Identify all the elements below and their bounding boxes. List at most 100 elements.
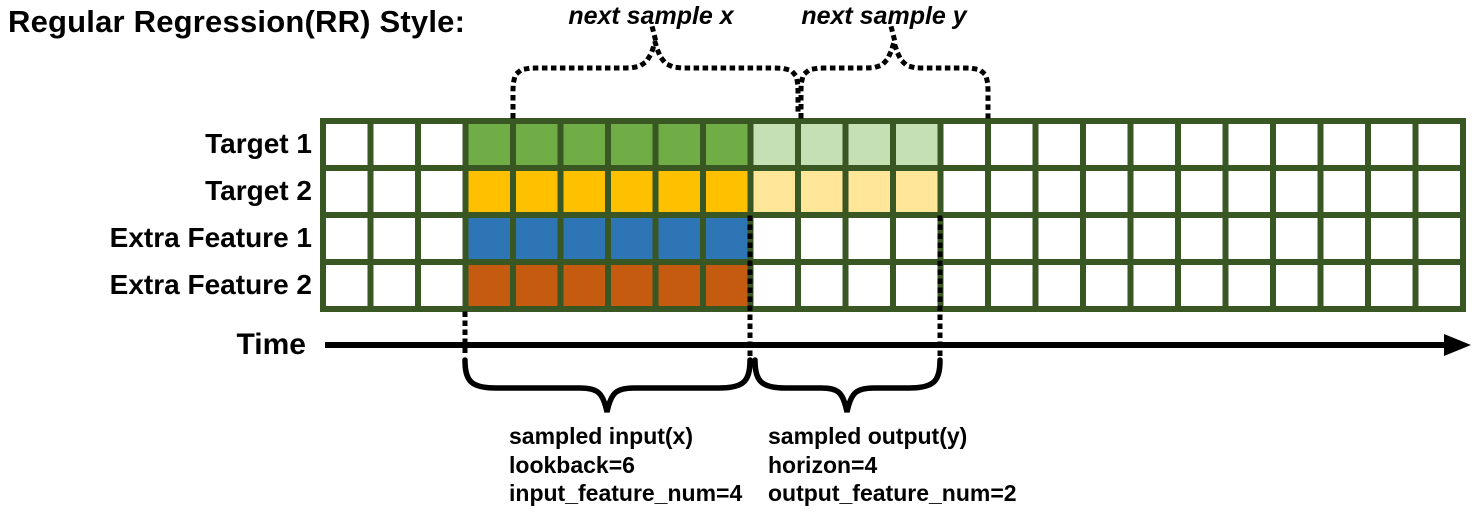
grid-cell-horizon [848,124,890,165]
grid-cell-empty [373,265,415,306]
grid-cell-empty [1133,124,1175,165]
grid-cell-empty [991,124,1033,165]
grid-cell-empty [1086,171,1128,212]
grid-cell-lookback [706,265,748,306]
grid-cell-empty [1371,171,1413,212]
grid-cell-empty [1038,124,1080,165]
sampled-input-title: sampled input(x) [509,423,694,449]
grid-cell-lookback [468,171,510,212]
grid-cell-empty [1228,265,1270,306]
grid-cell-empty [896,218,938,259]
grid-cell-empty [848,218,890,259]
grid-cell-lookback [563,124,605,165]
grid-cell-horizon [848,171,890,212]
row-label-extra-feature-2: Extra Feature 2 [109,269,312,300]
sampled-input-annotation: sampled input(x) lookback=6 input_featur… [509,422,742,508]
grid-cell-empty [1323,124,1365,165]
grid-cell-empty [1323,171,1365,212]
page-title: Regular Regression(RR) Style: [8,4,466,39]
grid-cell-empty [1228,124,1270,165]
sampled-input-brace [462,357,753,413]
grid-cell-empty [1086,218,1128,259]
sampled-output-title: sampled output(y) [768,423,968,449]
grid-cell-empty [1228,218,1270,259]
grid-cell-empty [1371,218,1413,259]
sampling-grid [320,118,1466,312]
grid-cell-empty [1371,265,1413,306]
lookback-value: lookback=6 [509,451,635,478]
grid-cell-empty [326,124,368,165]
grid-cell-empty [1086,265,1128,306]
grid-cell-lookback [658,124,700,165]
grid-cell-empty [1276,171,1318,212]
grid-cell-empty [1276,265,1318,306]
grid-cell-lookback [468,124,510,165]
grid-cell-empty [801,218,843,259]
grid-cell-empty [1181,218,1223,259]
grid-cell-empty [326,171,368,212]
grid-cell-empty [753,265,795,306]
grid-cell-empty [1323,218,1365,259]
grid-cell-empty [373,218,415,259]
grid-cell-empty [1086,124,1128,165]
grid-cell-empty [1133,265,1175,306]
grid-cell-empty [373,171,415,212]
grid-cell-lookback [468,265,510,306]
grid-cell-horizon [753,171,795,212]
sampled-output-brace [752,357,943,413]
grid-cell-lookback [516,124,558,165]
grid-cell-empty [1038,171,1080,212]
sampled-output-annotation: sampled output(y) horizon=4 output_featu… [768,422,1017,508]
grid-cell-empty [1228,171,1270,212]
grid-cell-empty [1276,124,1318,165]
grid-cell-empty [421,124,463,165]
grid-cell-horizon [801,171,843,212]
grid-cell-lookback [563,218,605,259]
grid-cell-empty [373,124,415,165]
grid-cell-empty [991,265,1033,306]
next-sample-y-label: next sample y [801,2,967,30]
grid-cell-lookback [706,218,748,259]
grid-cell-lookback [611,265,653,306]
grid-cell-empty [848,265,890,306]
grid-cell-empty [421,171,463,212]
grid-cell-lookback [658,171,700,212]
grid-cell-horizon [753,124,795,165]
grid-cell-empty [1276,218,1318,259]
grid-cell-empty [326,265,368,306]
next-sample-x-brace-tick [648,22,659,42]
grid-cell-empty [326,218,368,259]
grid-cell-empty [1181,171,1223,212]
grid-cell-empty [421,218,463,259]
grid-cell-empty [943,218,985,259]
grid-cell-empty [1038,218,1080,259]
grid-cell-empty [801,265,843,306]
grid-cell-lookback [516,265,558,306]
grid-cell-empty [1418,171,1460,212]
grid-cell-empty [896,265,938,306]
grid-cell-empty [1181,265,1223,306]
time-axis-arrowhead [1444,334,1471,356]
row-label-target-2: Target 2 [205,175,312,206]
grid-cell-empty [1133,218,1175,259]
grid-cell-empty [991,171,1033,212]
grid-cell-empty [1133,171,1175,212]
grid-cell-lookback [611,218,653,259]
grid-cell-lookback [658,218,700,259]
grid-cell-empty [943,124,985,165]
input-feature-num-value: input_feature_num=4 [509,480,743,506]
row-label-extra-feature-1: Extra Feature 1 [109,222,312,253]
output-feature-num-value: output_feature_num=2 [768,480,1017,506]
grid-cell-horizon [896,171,938,212]
row-label-target-1: Target 1 [205,128,312,159]
grid-cell-empty [943,265,985,306]
grid-cell-lookback [563,265,605,306]
grid-cell-lookback [706,124,748,165]
next-sample-y-brace [798,32,991,119]
grid-cell-empty [1323,265,1365,306]
grid-cell-lookback [611,171,653,212]
grid-cell-lookback [658,265,700,306]
grid-cell-horizon [896,124,938,165]
